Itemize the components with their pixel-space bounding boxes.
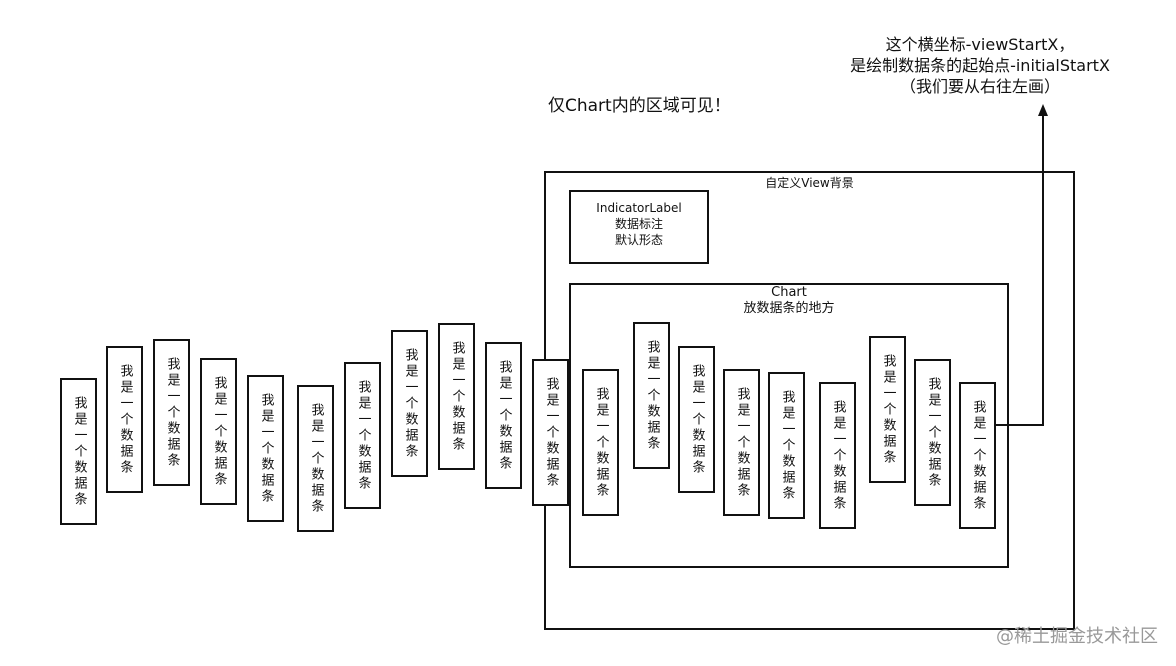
data-bar: 我是一个数据条 xyxy=(200,358,237,505)
data-bar: 我是一个数据条 xyxy=(438,323,475,470)
data-bar: 我是一个数据条 xyxy=(247,375,284,522)
data-bar: 我是一个数据条 xyxy=(532,359,569,506)
indicator-label-box: IndicatorLabel 数据标注 默认形态 xyxy=(569,190,709,264)
data-bar: 我是一个数据条 xyxy=(914,359,951,506)
data-bar: 我是一个数据条 xyxy=(106,346,143,493)
data-bar: 我是一个数据条 xyxy=(869,336,906,483)
data-bar: 我是一个数据条 xyxy=(344,362,381,509)
visible-area-note: 仅Chart内的区域可见！ xyxy=(548,96,731,116)
custom-view-label: 自定义View背景 xyxy=(765,176,854,190)
data-bar: 我是一个数据条 xyxy=(60,378,97,525)
data-bar: 我是一个数据条 xyxy=(485,342,522,489)
data-bar: 我是一个数据条 xyxy=(959,382,996,529)
data-bar: 我是一个数据条 xyxy=(819,382,856,529)
data-bar: 我是一个数据条 xyxy=(768,372,805,519)
start-x-note: 这个横坐标-viewStartX， 是绘制数据条的起始点-initialStar… xyxy=(850,35,1110,96)
data-bar: 我是一个数据条 xyxy=(582,369,619,516)
data-bar: 我是一个数据条 xyxy=(678,346,715,493)
watermark: @稀土掘金技术社区 xyxy=(996,626,1158,647)
data-bar: 我是一个数据条 xyxy=(297,385,334,532)
data-bar: 我是一个数据条 xyxy=(723,369,760,516)
chart-label: Chart 放数据条的地方 xyxy=(743,285,835,316)
data-bar: 我是一个数据条 xyxy=(153,339,190,486)
data-bar: 我是一个数据条 xyxy=(633,322,670,469)
data-bar: 我是一个数据条 xyxy=(391,330,428,477)
